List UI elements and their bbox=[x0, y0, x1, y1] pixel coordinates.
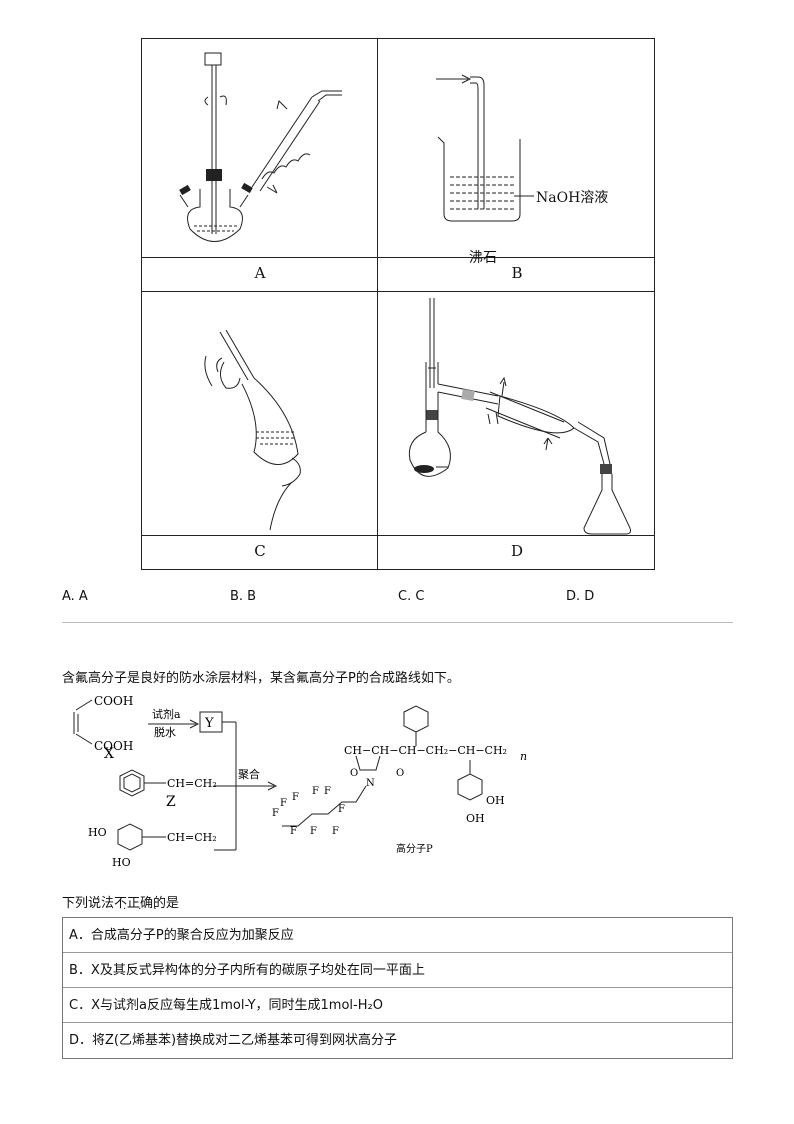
ho-bottom: HO bbox=[112, 856, 131, 869]
label-z: Z bbox=[166, 794, 176, 810]
cell-label-d: D bbox=[510, 542, 524, 560]
carbonyl-o-left: O bbox=[350, 768, 358, 779]
polymerize-label: 聚合 bbox=[238, 767, 260, 781]
table-divider-vertical bbox=[377, 39, 378, 569]
dehydrate: 脱水 bbox=[154, 725, 176, 739]
apparatus-d-drawing bbox=[408, 298, 631, 535]
apparatus-a-drawing bbox=[179, 52, 342, 242]
options-table: A．合成高分子P的聚合反应为加聚反应 B．X及其反式异构体的分子内所有的碳原子均… bbox=[62, 917, 733, 1059]
cooh-bottom: COOH bbox=[94, 739, 133, 753]
apparatus-table: NaOH溶液 沸石 A B C D bbox=[141, 38, 655, 570]
table-divider bbox=[142, 257, 654, 258]
naoh-label: NaOH溶液 bbox=[536, 190, 609, 206]
vinyl-z: CH=CH₂ bbox=[167, 777, 217, 790]
imide-n: N bbox=[366, 778, 375, 789]
cell-label-b: B bbox=[511, 264, 523, 282]
table-divider bbox=[142, 291, 654, 292]
option-b[interactable]: B．X及其反式异构体的分子内所有的碳原子均处在同一平面上 bbox=[63, 953, 732, 988]
label-y: Y bbox=[204, 716, 214, 731]
subscript-n: n bbox=[520, 750, 527, 763]
fluorine: F bbox=[338, 804, 345, 815]
label-x: X bbox=[104, 746, 114, 762]
fluorine: F bbox=[312, 786, 319, 797]
fluorine: F bbox=[332, 826, 339, 837]
cooh-top: COOH bbox=[94, 694, 133, 708]
apparatus-c-drawing bbox=[204, 329, 301, 531]
choice-b[interactable]: B. B bbox=[230, 589, 257, 604]
choice-c[interactable]: C. C bbox=[398, 589, 425, 604]
cell-label-c: C bbox=[254, 542, 266, 560]
polymer-chain: CH−CH−CH−CH₂−CH−CH₂ bbox=[344, 744, 507, 757]
oh-right: OH bbox=[486, 794, 505, 807]
table-divider bbox=[142, 535, 654, 536]
carbonyl-o-right: O bbox=[396, 768, 404, 779]
fluorine: F bbox=[272, 808, 279, 819]
question-divider bbox=[62, 622, 733, 623]
fluorine: F bbox=[324, 786, 331, 797]
boiling-chips-label: 沸石 bbox=[469, 250, 497, 266]
synthesis-scheme: COOH COOH X 试剂a 脱水 Y CH=CH₂ Z 聚合 CH=CH₂ … bbox=[73, 694, 527, 869]
fluorine: F bbox=[280, 798, 287, 809]
fluorine: F bbox=[310, 826, 317, 837]
fluorine: F bbox=[292, 792, 299, 803]
emphasis-dots: ··· bbox=[123, 904, 169, 915]
question-stem: 含氟高分子是良好的防水涂层材料，某含氟高分子P的合成路线如下。 bbox=[62, 671, 460, 686]
option-d[interactable]: D．将Z(乙烯基苯)替换成对二乙烯基苯可得到网状高分子 bbox=[69, 1033, 398, 1048]
apparatus-b-drawing bbox=[436, 74, 534, 222]
choice-a[interactable]: A. A bbox=[62, 589, 88, 604]
cell-label-a: A bbox=[254, 264, 266, 282]
option-a[interactable]: A．合成高分子P的聚合反应为加聚反应 bbox=[63, 918, 732, 953]
vinyl-catechol: CH=CH₂ bbox=[167, 831, 217, 844]
oh-bottom: OH bbox=[466, 812, 485, 825]
ho-top: HO bbox=[88, 826, 107, 839]
question-prompt: 下列说法不正确的是 bbox=[62, 896, 180, 911]
option-c[interactable]: C．X与试剂a反应每生成1mol-Y，同时生成1mol-H₂O bbox=[63, 988, 732, 1023]
choice-d[interactable]: D. D bbox=[566, 589, 595, 604]
fluorine: F bbox=[290, 826, 297, 837]
reagent-a: 试剂a bbox=[152, 707, 181, 721]
product-label: 高分子P bbox=[396, 842, 433, 855]
